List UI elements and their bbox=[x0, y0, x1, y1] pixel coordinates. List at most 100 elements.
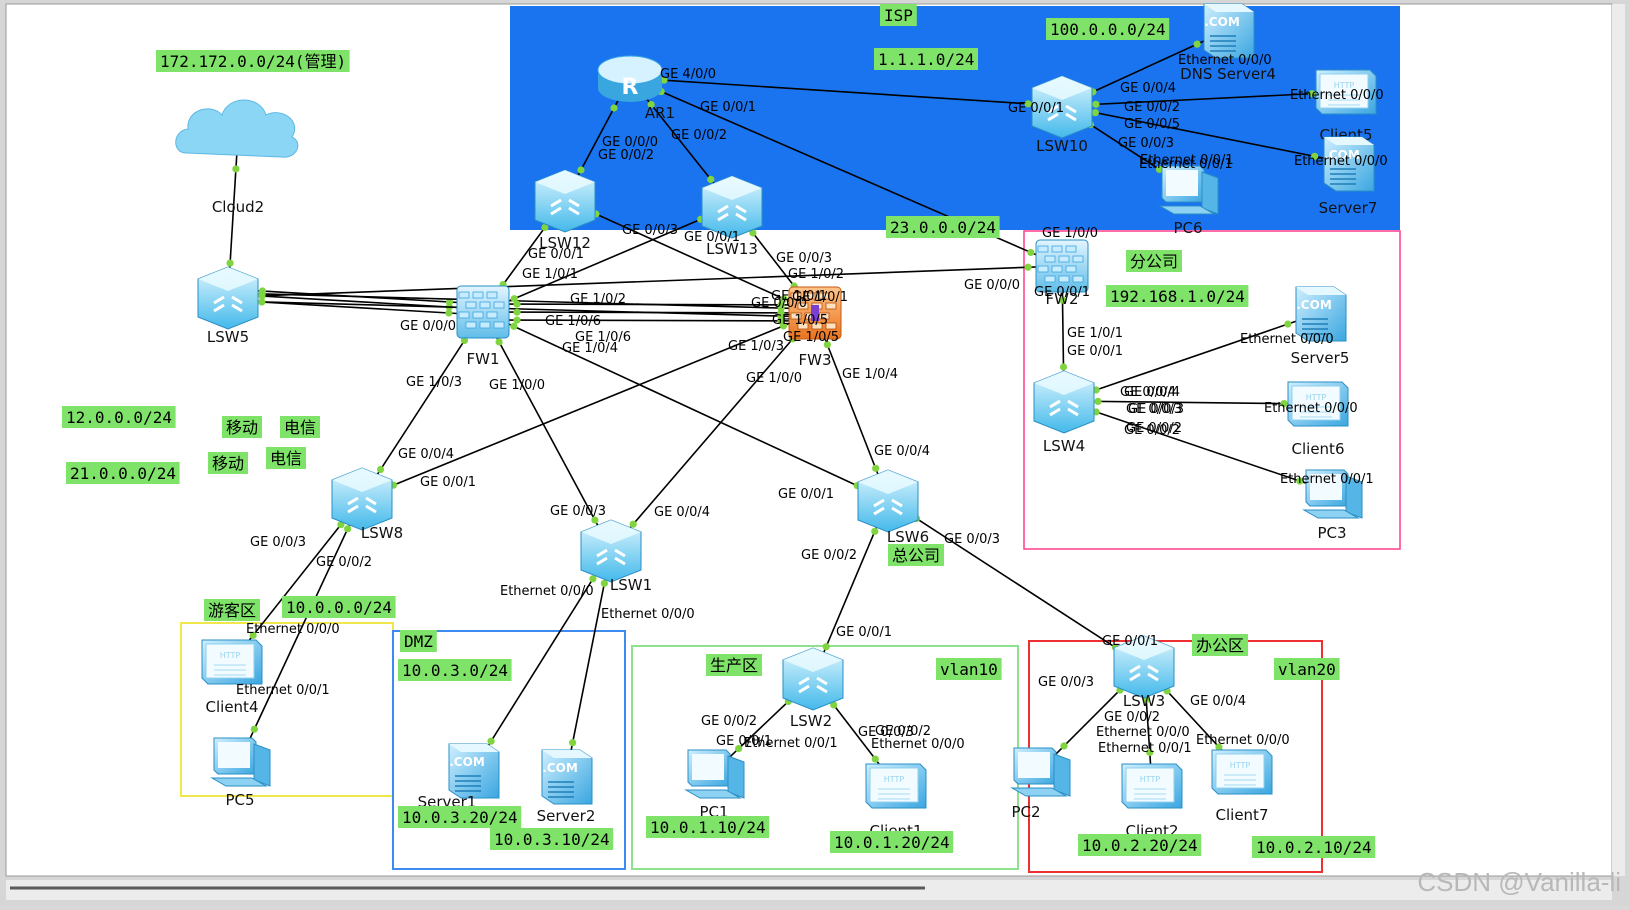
link-lsw12-fw3[interactable] bbox=[564, 199, 816, 314]
network-label-text: 10.0.0.0/24 bbox=[286, 598, 392, 617]
port-label: GE 0/0/0 bbox=[964, 278, 1020, 293]
network-label: 10.0.3.20/24 bbox=[398, 806, 522, 828]
link-fw3-lsw1[interactable] bbox=[610, 312, 816, 551]
port-label: GE 1/0/1 bbox=[522, 267, 578, 282]
port-label: GE 0/0/3 bbox=[1038, 675, 1094, 690]
device-client1[interactable]: HTTPClient1 bbox=[865, 763, 927, 840]
zone-branch bbox=[1023, 230, 1401, 550]
port-label: GE 0/0/3 bbox=[622, 223, 678, 238]
device-cloud2[interactable]: Cloud2 bbox=[175, 99, 299, 216]
client-icon: HTTP bbox=[1287, 381, 1349, 427]
cloud-icon bbox=[175, 99, 299, 158]
port-status-dot bbox=[660, 76, 668, 84]
client-icon: HTTP bbox=[1211, 749, 1273, 795]
link-fw1-fw3[interactable] bbox=[482, 319, 815, 322]
device-fw1[interactable]: FW1 bbox=[456, 285, 510, 368]
network-label-text: 10.0.3.10/24 bbox=[494, 830, 610, 849]
vertical-scrollbar[interactable] bbox=[1612, 4, 1625, 876]
link-fw1-fw3[interactable] bbox=[482, 311, 816, 314]
port-label: GE 1/0/4 bbox=[842, 367, 898, 382]
port-status-dot bbox=[779, 322, 788, 330]
link-fw1-lsw6[interactable] bbox=[482, 311, 889, 501]
port-label: GE 1/0/5 bbox=[772, 313, 828, 328]
device-lsw1[interactable]: LSW1 bbox=[580, 519, 652, 594]
link-fw3-lsw8[interactable] bbox=[361, 312, 816, 499]
port-status-dot bbox=[1296, 477, 1304, 485]
link-lsw4-client6[interactable] bbox=[1063, 400, 1319, 405]
link-lsw1-server2[interactable] bbox=[565, 549, 612, 777]
device-fw2[interactable]: FW2 bbox=[1035, 239, 1089, 308]
device-label: Server5 bbox=[1291, 349, 1350, 367]
link-lsw4-pc3[interactable] bbox=[1063, 400, 1333, 493]
port-status-dot bbox=[569, 739, 577, 747]
device-lsw5[interactable]: LSW5 bbox=[197, 266, 259, 346]
device-lsw10[interactable]: LSW10 bbox=[1031, 75, 1093, 155]
network-label-text: vlan20 bbox=[1278, 660, 1336, 679]
link-lsw6-lsw3[interactable] bbox=[887, 499, 1145, 667]
network-label-text: 10.0.2.10/24 bbox=[1256, 838, 1372, 857]
svg-text:HTTP: HTTP bbox=[220, 651, 241, 660]
port-label: GE 0/0/4 bbox=[654, 505, 710, 520]
network-label: 办公区 bbox=[1192, 634, 1248, 656]
port-label: Ethernet 0/0/1 bbox=[1139, 157, 1233, 172]
link-lsw5-fw3[interactable] bbox=[228, 292, 816, 310]
network-label-text: 移动 bbox=[226, 418, 258, 437]
link-ar1-lsw10[interactable] bbox=[629, 77, 1063, 107]
device-lsw3[interactable]: LSW3 bbox=[1113, 635, 1175, 710]
device-lsw8[interactable]: LSW8 bbox=[331, 467, 403, 542]
device-pc2[interactable]: PC2 bbox=[1010, 747, 1071, 821]
switch-icon bbox=[1113, 635, 1175, 699]
firewall-icon bbox=[788, 286, 842, 340]
link-lsw10-client5[interactable] bbox=[1061, 91, 1347, 107]
device-lsw2[interactable]: LSW2 bbox=[782, 647, 844, 730]
link-lsw10-server7[interactable] bbox=[1061, 105, 1349, 164]
network-label: 192.168.1.0/24 bbox=[1106, 285, 1249, 307]
link-lsw13-fw1[interactable] bbox=[482, 205, 733, 313]
device-lsw13[interactable]: LSW13 bbox=[701, 175, 763, 258]
device-lsw4[interactable]: LSW4 bbox=[1033, 370, 1095, 455]
switch-icon bbox=[1033, 370, 1095, 434]
network-label-text: 分公司 bbox=[1130, 252, 1178, 271]
port-status-dot bbox=[226, 259, 234, 267]
port-label: GE 0/0/4 bbox=[1124, 385, 1180, 400]
port-status-dot bbox=[871, 755, 879, 763]
device-lsw12[interactable]: LSW12 bbox=[534, 169, 596, 252]
port-label: GE 0/0/4 bbox=[1120, 81, 1176, 96]
port-status-dot bbox=[1284, 320, 1292, 328]
device-pc5[interactable]: PC5 bbox=[210, 737, 271, 809]
link-lsw1-server1[interactable] bbox=[472, 549, 612, 771]
link-lsw8-pc5[interactable] bbox=[239, 497, 363, 761]
link-fw1-fw3[interactable] bbox=[483, 303, 816, 306]
link-lsw5-fw3[interactable] bbox=[227, 300, 815, 318]
device-pc3[interactable]: PC3 bbox=[1302, 469, 1363, 542]
port-label: GE 0/0/5 bbox=[1124, 117, 1180, 132]
device-pc6[interactable]: PC6 bbox=[1158, 165, 1219, 237]
device-lsw6[interactable]: LSW6 bbox=[857, 469, 929, 546]
device-fw3[interactable]: FW3 bbox=[788, 286, 842, 369]
device-label: Server7 bbox=[1319, 199, 1378, 217]
port-status-dot bbox=[1311, 152, 1319, 160]
link-lsw5-fw2[interactable] bbox=[227, 265, 1063, 298]
port-label: GE 0/0/2 bbox=[1124, 100, 1180, 115]
horizontal-scrollbar-track[interactable] bbox=[6, 880, 1612, 900]
pc-icon bbox=[1010, 747, 1071, 797]
server-icon: .COM bbox=[541, 749, 593, 805]
network-label: 10.0.3.10/24 bbox=[490, 828, 614, 850]
device-label: PC5 bbox=[225, 791, 254, 809]
device-label: FW1 bbox=[466, 350, 499, 368]
device-label: FW2 bbox=[1045, 290, 1078, 308]
link-lsw4-server5[interactable] bbox=[1063, 312, 1321, 402]
link-fw1-lsw1[interactable] bbox=[482, 311, 612, 551]
